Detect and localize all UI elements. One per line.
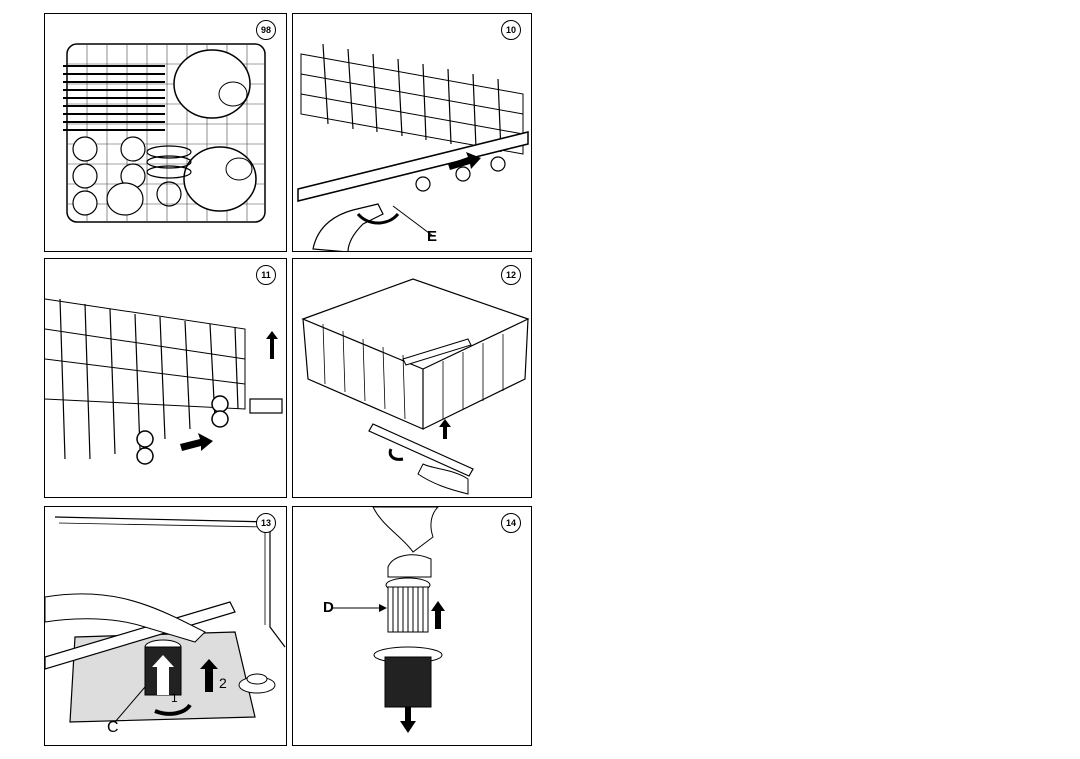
rack-spray-arm-illustration bbox=[301, 278, 530, 495]
figure-14-filter-d: 14 D bbox=[292, 506, 532, 746]
figure-13-filter-c: 13 C 1 2 bbox=[44, 506, 287, 746]
filter-removal-illustration bbox=[45, 516, 286, 723]
callout-d: D bbox=[323, 599, 334, 616]
figure-11-rack-rollers: 11 bbox=[44, 258, 287, 498]
figure-10-rack-rail: 10 E bbox=[292, 13, 532, 252]
figure-number-badge: 10 bbox=[501, 20, 521, 40]
rack-rollers-illustration bbox=[45, 298, 283, 465]
callout-step-1: 1 bbox=[171, 691, 178, 705]
figure-12-rack-spray-arm: 12 bbox=[292, 258, 532, 498]
figure-number-badge: 12 bbox=[501, 265, 521, 285]
rack-top-view-illustration bbox=[63, 43, 266, 223]
callout-step-2: 2 bbox=[219, 675, 227, 691]
figure-number-badge: 13 bbox=[256, 513, 276, 533]
figure-98-rack-top-view: 98 bbox=[44, 13, 287, 252]
callout-c: C bbox=[107, 719, 119, 736]
callout-e: E bbox=[427, 228, 438, 245]
figure-number-badge: 11 bbox=[256, 265, 276, 285]
figure-number-badge: 14 bbox=[501, 513, 521, 533]
filter-d-illustration bbox=[333, 507, 445, 733]
rack-rail-illustration bbox=[297, 43, 529, 251]
figure-number-badge: 98 bbox=[256, 20, 276, 40]
